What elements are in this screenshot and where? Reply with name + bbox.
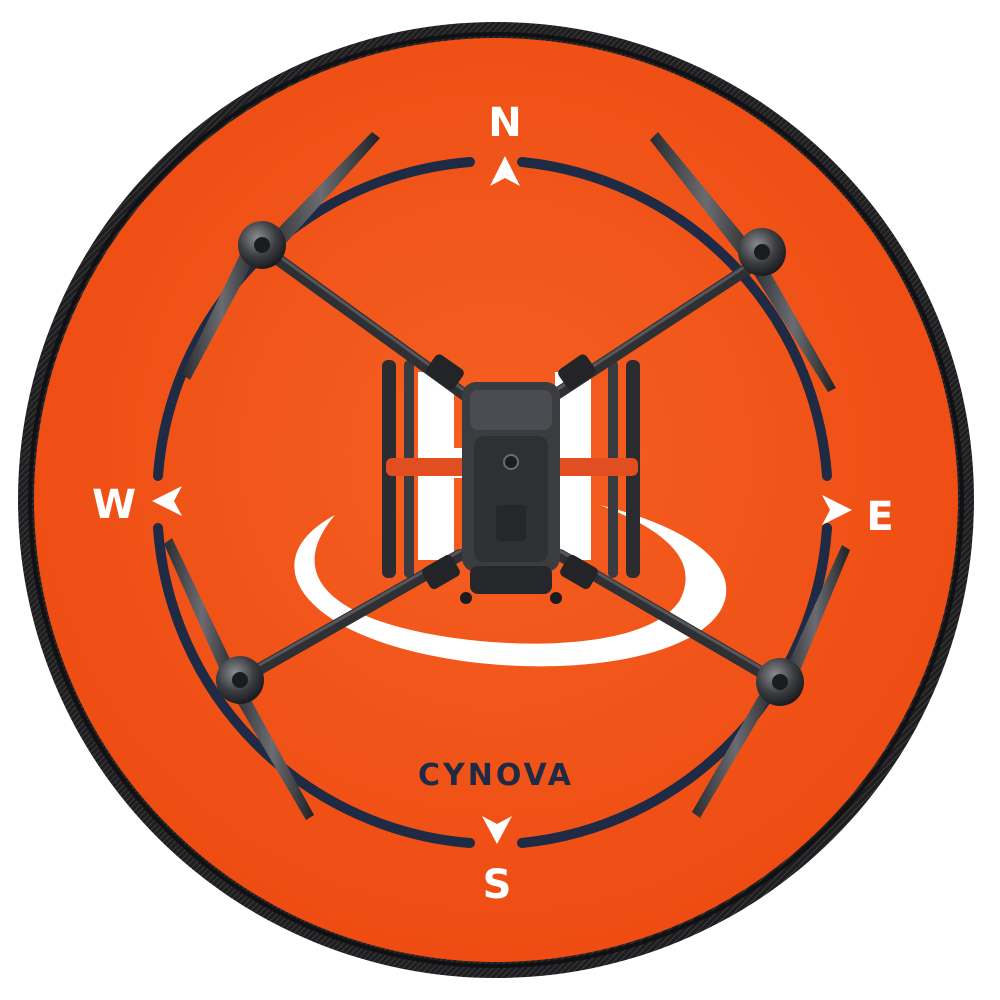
propeller-rear-left (164, 538, 314, 820)
compass-north-label: N (488, 100, 521, 146)
brand-logo-text: CYNOVA (418, 758, 574, 793)
motors (216, 221, 804, 706)
drone-body (460, 382, 562, 604)
body-top-plate (470, 390, 552, 430)
body-sensor (503, 454, 519, 470)
drone (164, 132, 850, 820)
arrowhead-right-icon (822, 495, 852, 525)
propeller-front-right (650, 132, 836, 392)
compass-ring (153, 157, 832, 848)
landing-gear-left-strut (386, 458, 468, 476)
landing-gear-right-strut (552, 458, 638, 476)
arm-rear-left (234, 549, 466, 686)
arm-rear-right (554, 549, 784, 688)
compass-east-label: E (866, 494, 893, 540)
ring-arc-south-west (153, 523, 475, 848)
body-vent (496, 505, 526, 541)
propeller-rear-right (692, 545, 850, 818)
propeller-front-left (182, 132, 380, 380)
pad-rim-inner-edge (28, 32, 964, 968)
ring-arc-north-east (517, 157, 832, 481)
compass-south-label: S (483, 862, 512, 908)
body-rear-gimbal (470, 566, 552, 594)
body-center-panel (474, 436, 548, 562)
arrowhead-left-icon (152, 486, 182, 516)
arrowhead-up-icon (490, 156, 520, 186)
landing-gear (382, 360, 640, 578)
ring-arc-south-east (517, 523, 832, 848)
arrowhead-down-icon (482, 816, 512, 844)
arm-joints (422, 354, 598, 590)
compass-west-label: W (92, 482, 136, 528)
